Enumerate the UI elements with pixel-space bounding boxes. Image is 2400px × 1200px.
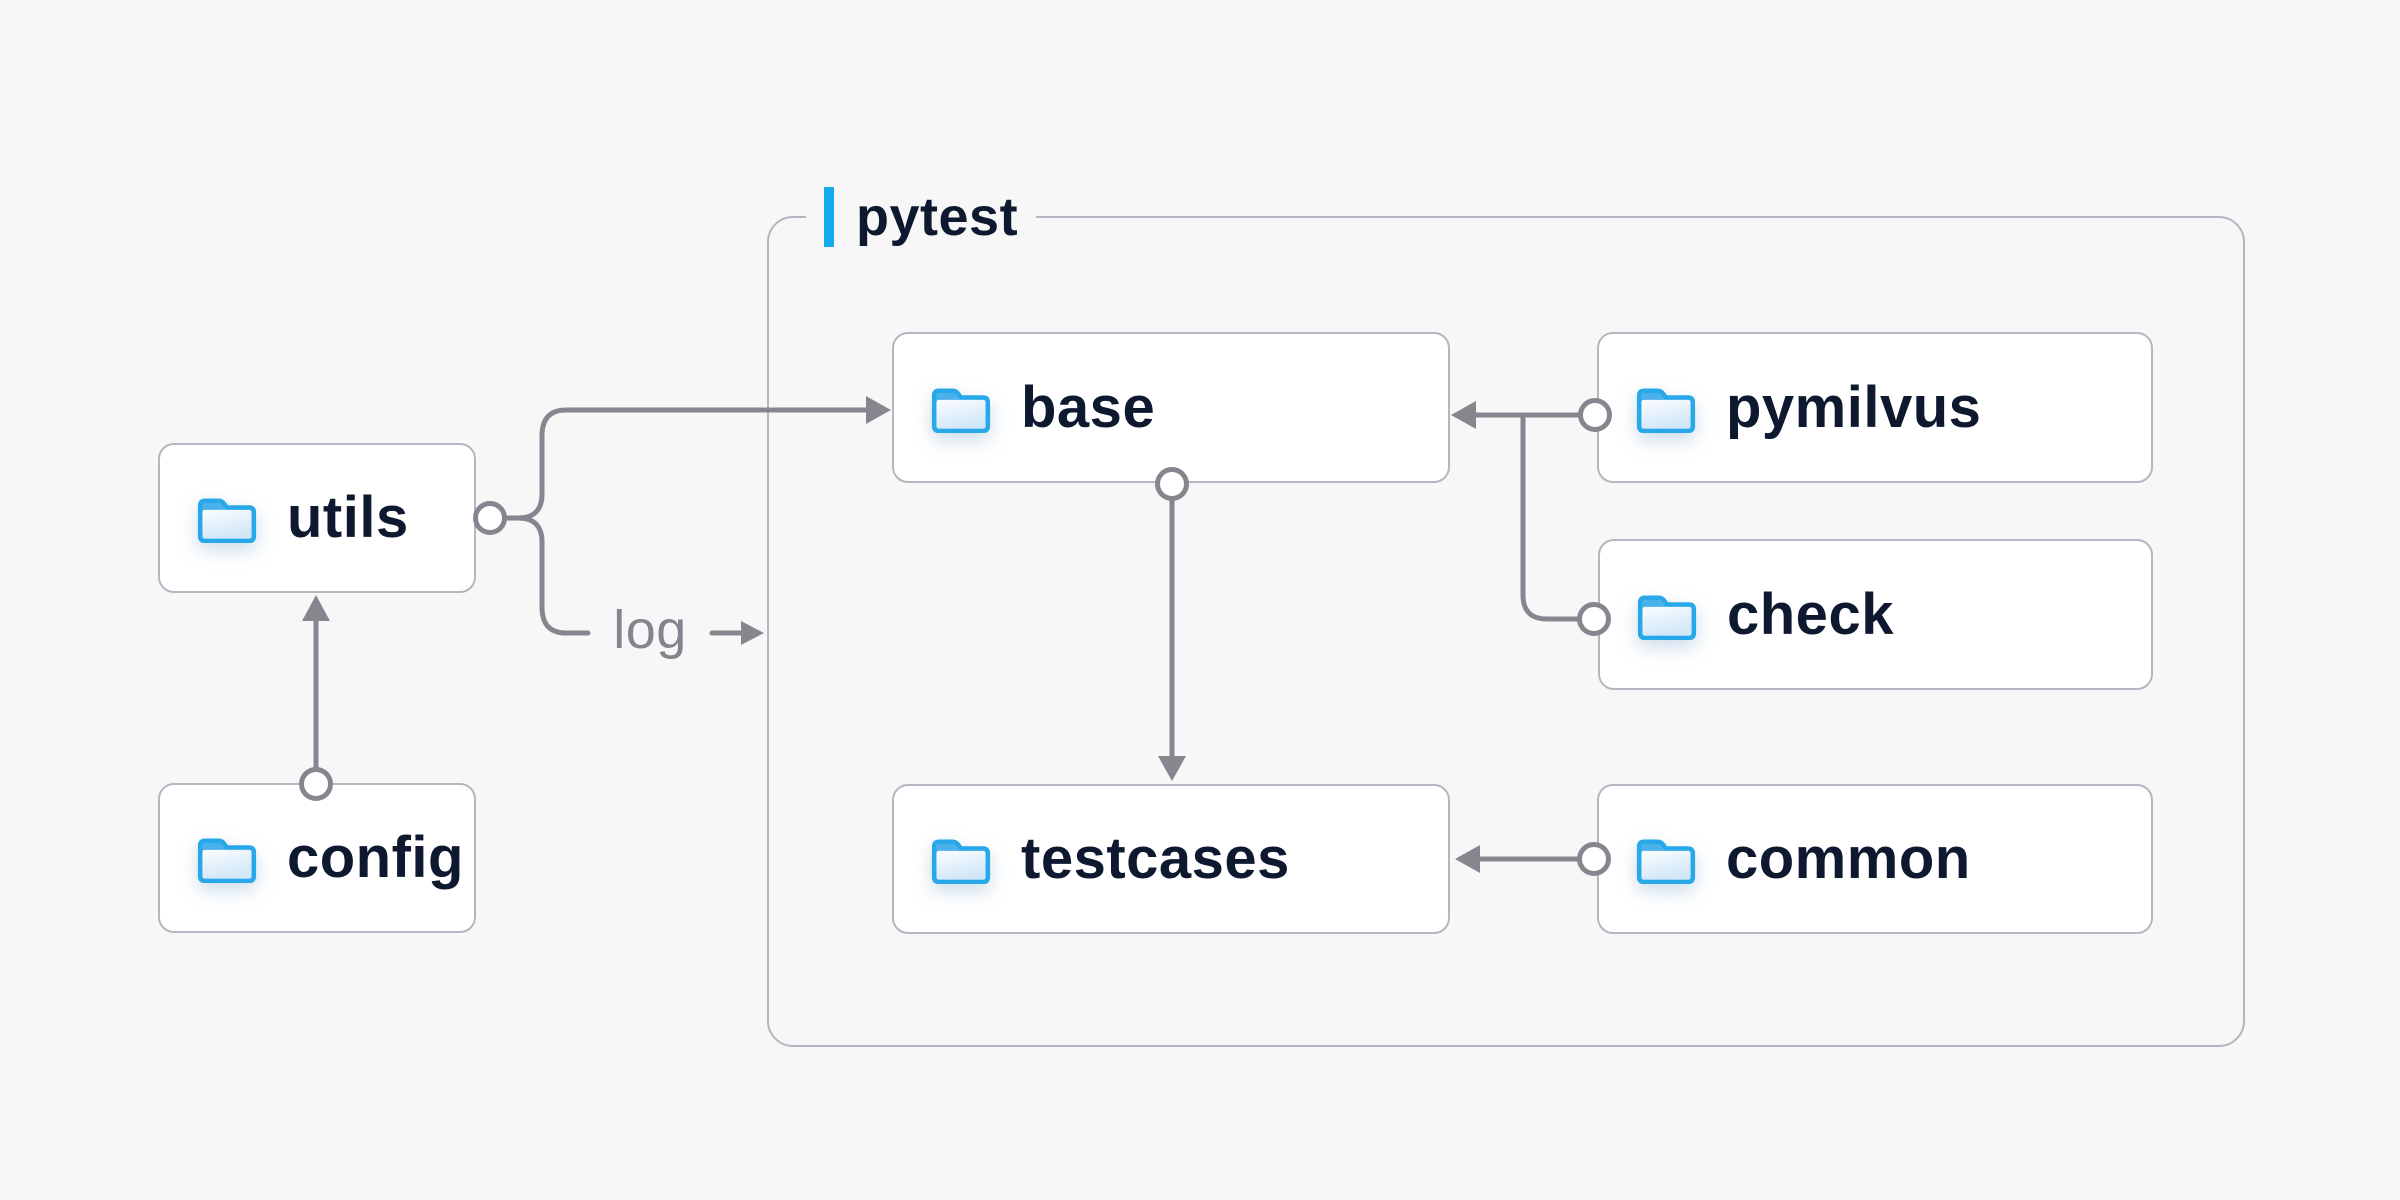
node-pymilvus: pymilvus [1597, 332, 2153, 483]
node-check: check [1598, 539, 2153, 690]
node-label: check [1727, 581, 1894, 647]
pytest-group-title: pytest [856, 187, 1019, 247]
folder-icon [931, 839, 991, 884]
node-label: base [1021, 374, 1156, 440]
pytest-group-label: pytest [806, 184, 1037, 250]
node-config: config [158, 783, 476, 933]
node-utils: utils [158, 443, 476, 593]
node-testcases: testcases [892, 784, 1450, 934]
folder-icon [931, 388, 991, 433]
arrowhead-log [741, 621, 764, 645]
folder-icon [1636, 839, 1696, 884]
accent-bar [824, 187, 834, 247]
folder-icon [197, 498, 257, 543]
node-base: base [892, 332, 1450, 483]
arrowhead-into-utils [302, 595, 330, 621]
folder-icon [1637, 595, 1697, 640]
node-label: common [1726, 826, 1971, 891]
edge-utils-log [502, 515, 591, 636]
node-label: pymilvus [1726, 374, 1982, 440]
node-label: utils [287, 485, 409, 550]
node-label: testcases [1021, 826, 1290, 891]
connector-dot-utils [473, 501, 507, 535]
folder-icon [197, 838, 257, 883]
node-label: config [287, 825, 464, 890]
pytest-group-frame [767, 216, 2245, 1047]
folder-icon [1636, 388, 1696, 433]
edge-log-label: log [613, 600, 687, 660]
node-common: common [1597, 784, 2153, 934]
